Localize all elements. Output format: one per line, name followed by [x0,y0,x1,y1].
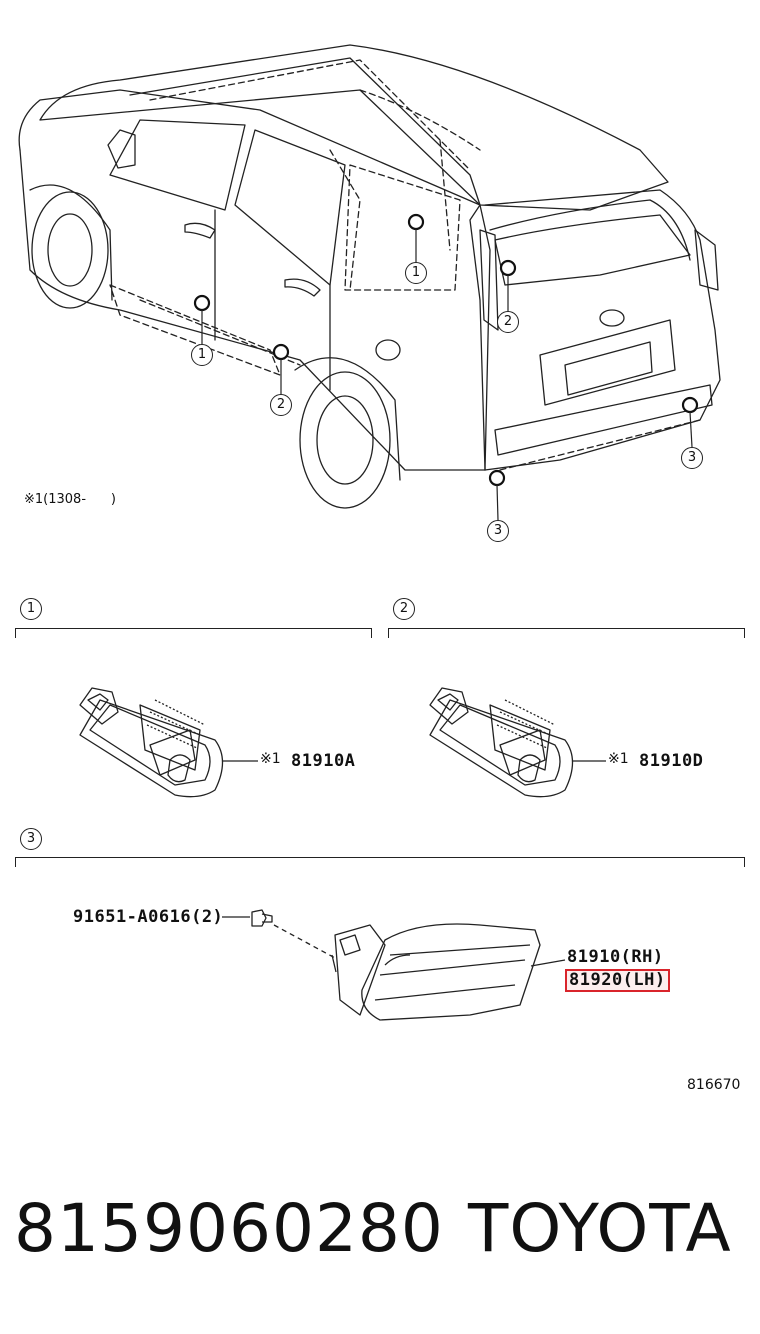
callout-1-roof: 1 [405,262,427,284]
section-1-bracket [15,628,372,638]
callout-2-side: 2 [270,394,292,416]
callout-2-rear: 2 [497,311,519,333]
section-2-bracket [388,628,745,638]
vehicle-illustration [18,44,721,521]
note-marker: ※1 [24,492,44,507]
callout-3-bumper-right: 3 [681,447,703,469]
part-label-81910A: 81910A [291,751,356,771]
part-number: 8159060280 [14,1190,444,1267]
applicability-note: ※1(1308- ) [24,492,116,507]
diagram-id: 816670 [687,1077,741,1093]
section-3-number: 3 [20,828,42,850]
brand-name: TOYOTA [468,1190,732,1267]
section-2-number: 2 [393,598,415,620]
section-1-number: 1 [20,598,42,620]
note-text: (1308- ) [43,492,116,507]
section-1-marker: ※1 [260,751,281,767]
part-label-81920LH-highlighted[interactable]: 81920(LH) [565,969,670,992]
part-label-81910RH: 81910(RH) [567,947,664,967]
screw-part-label: 91651-A0616(2) [73,907,224,927]
section-3-bracket [15,857,745,867]
callout-3-bumper-left: 3 [487,520,509,542]
callout-1-side: 1 [191,344,213,366]
section-2-marker: ※1 [608,751,629,767]
part-label-81910D: 81910D [639,751,704,771]
